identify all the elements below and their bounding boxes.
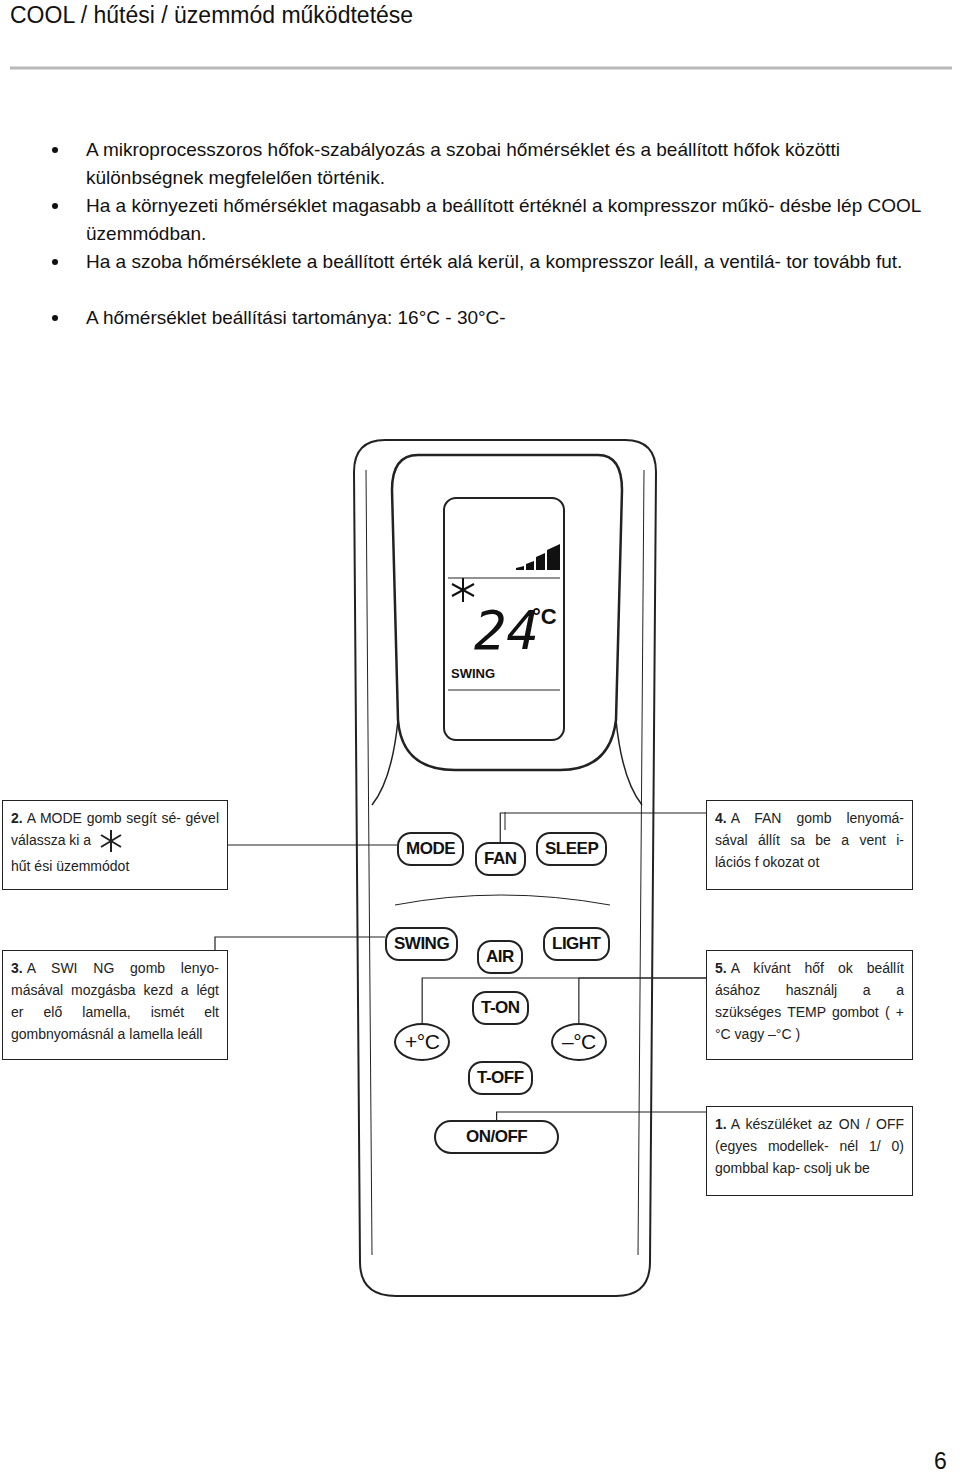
- lcd-text: 24: [474, 604, 539, 658]
- callout-box: 4.A FAN gomb lenyomá- sával állít sa be …: [706, 800, 913, 890]
- remote-button: SLEEP: [536, 832, 607, 866]
- leader-line: [228, 844, 397, 845]
- leader-line: [579, 978, 706, 1023]
- leader-line: [422, 978, 706, 1023]
- remote-button: ON/OFF: [434, 1120, 559, 1154]
- leader-line: [422, 978, 706, 1023]
- remote-button: T-OFF: [468, 1061, 533, 1095]
- page-number: 6: [934, 1450, 947, 1473]
- snowflake-icon: [99, 829, 123, 853]
- button-label: SWING: [394, 934, 449, 953]
- button-label: AIR: [486, 947, 514, 966]
- bullet-text: A mikroprocesszoros hőfok-szabályozás a …: [86, 136, 952, 192]
- leader-stub: [505, 812, 506, 830]
- callout-text: A SWI NG gomb lenyo- másával mozgásba ke…: [11, 960, 219, 1042]
- callout-box: 2.A MODE gomb segít sé- gével válassza k…: [2, 800, 228, 890]
- bullet-text: Ha a szoba hőmérséklete a beállított ért…: [86, 248, 952, 276]
- callout-text: hűt ési üzemmódot: [11, 855, 219, 877]
- remote-control: [354, 440, 656, 1296]
- button-label: +°C: [405, 1030, 439, 1053]
- bullet-dot: [52, 203, 58, 209]
- leader-line: [497, 1112, 706, 1120]
- callout-text: A FAN gomb lenyomá- sával állít sa be a …: [715, 810, 904, 870]
- page-title: COOL / hűtési / üzemmód működtetése: [10, 2, 413, 29]
- title-rule: [10, 67, 952, 70]
- button-label: ON/OFF: [466, 1127, 527, 1146]
- callout-text: A kívánt hőf ok beállít ásához használj …: [715, 960, 904, 1042]
- remote-button: LIGHT: [543, 927, 610, 961]
- remote-button: AIR: [477, 940, 523, 974]
- button-label: FAN: [484, 849, 517, 868]
- leader-line: [228, 845, 397, 846]
- button-label: LIGHT: [552, 934, 601, 953]
- callout-text: A készüléket az ON / OFF (egyes modellek…: [715, 1116, 904, 1176]
- button-label: MODE: [406, 839, 455, 858]
- lcd-text: SWING: [451, 667, 495, 680]
- leader-line: [215, 937, 385, 950]
- bullet-text: Ha a környezeti hőmérséklet magasabb a b…: [86, 192, 952, 248]
- leader-line: [215, 937, 385, 950]
- button-label: T-OFF: [477, 1068, 524, 1087]
- callout-number: 5.: [715, 960, 727, 976]
- remote-button: +°C: [394, 1023, 450, 1061]
- button-label: T-ON: [481, 998, 520, 1017]
- callout-box: 1.A készüléket az ON / OFF (egyes modell…: [706, 1106, 913, 1196]
- bullet-dot: [52, 315, 58, 321]
- leader-line: [497, 1112, 706, 1120]
- callout-number: 2.: [11, 810, 23, 826]
- remote-button: MODE: [397, 832, 464, 866]
- bullet-text: A hőmérséklet beállítási tartománya: 16°…: [86, 304, 952, 332]
- signal-bars: [516, 544, 560, 570]
- callout-number: 1.: [715, 1116, 727, 1132]
- leader-line: [579, 978, 706, 1023]
- remote-button: –°C: [551, 1023, 607, 1061]
- callout-box: 5.A kívánt hőf ok beállít ásához használ…: [706, 950, 913, 1060]
- callout-box: 3.A SWI NG gomb lenyo- másával mozgásba …: [2, 950, 228, 1060]
- remote-button: FAN: [475, 842, 526, 876]
- callout-number: 4.: [715, 810, 727, 826]
- remote-button: SWING: [385, 927, 458, 961]
- callout-text: A MODE gomb segít sé- gével válassza ki …: [11, 810, 219, 848]
- bullet-dot: [52, 147, 58, 153]
- remote-button: T-ON: [472, 991, 529, 1025]
- button-label: SLEEP: [545, 839, 598, 858]
- snowflake-icon: [452, 578, 474, 602]
- callout-number: 3.: [11, 960, 23, 976]
- button-label: –°C: [562, 1030, 596, 1053]
- lcd-text: °C: [532, 606, 557, 628]
- bullet-dot: [52, 259, 58, 265]
